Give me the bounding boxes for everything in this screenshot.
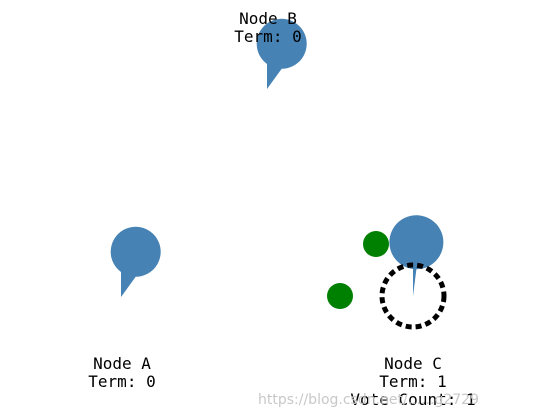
node-c-vote-count: Vote Count: 1: [350, 390, 476, 409]
node-c[interactable]: [379, 215, 447, 330]
node-b-label: Node B Term: 0: [234, 10, 301, 46]
node-c-timer-pie: [389, 215, 444, 296]
node-a-term: Term: 0: [88, 372, 156, 391]
node-b-term: Term: 0: [234, 27, 302, 46]
node-b[interactable]: [256, 18, 307, 89]
node-c-candidate-ring: [379, 262, 447, 330]
node-b-name: Node B: [239, 9, 297, 28]
node-a[interactable]: [110, 226, 161, 297]
node-a-timer-pie: [110, 226, 161, 297]
node-c-name: Node C: [384, 354, 442, 373]
watermark: https://blog.csdn.net/......g2729: [258, 392, 479, 408]
node-b-timer-pie: [256, 18, 307, 89]
node-c-label: Node C Term: 1 Vote Count: 1: [350, 355, 475, 409]
request-vote-message: [363, 231, 389, 257]
node-a-label: Node A Term: 0: [88, 355, 155, 391]
request-vote-message: [327, 283, 353, 309]
node-c-term: Term: 1: [379, 372, 447, 391]
node-a-name: Node A: [93, 354, 151, 373]
